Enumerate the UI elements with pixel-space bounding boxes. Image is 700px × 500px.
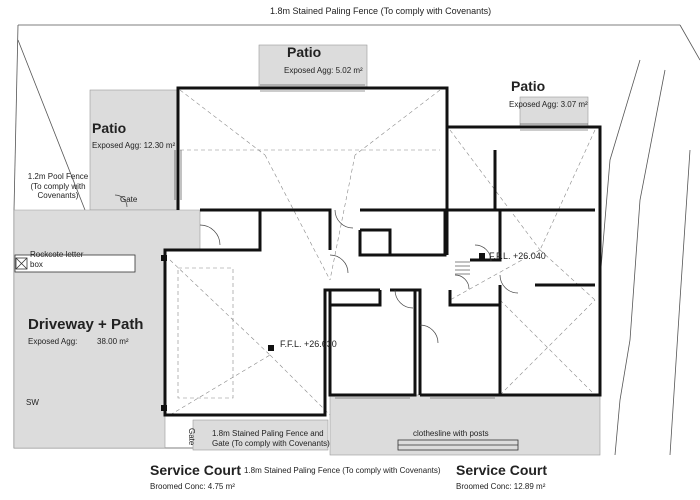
markers xyxy=(161,253,485,411)
patio-left-paving xyxy=(89,89,179,211)
patio-left-agg: Exposed Agg: 12.30 m² xyxy=(92,141,176,150)
walls xyxy=(163,86,602,417)
patio-top-agg: Exposed Agg: 5.02 m² xyxy=(284,66,363,75)
clothesline xyxy=(397,439,519,451)
interior-wall-4 xyxy=(447,208,502,262)
patio-right-title: Patio xyxy=(511,78,546,94)
interior-wall-9 xyxy=(330,290,382,307)
patio-right-paving xyxy=(519,96,589,127)
top-fence-label: 1.8m Stained Paling Fence (To comply wit… xyxy=(270,6,492,16)
interior-wall-12 xyxy=(360,228,392,255)
service-court-right-paving xyxy=(329,394,601,456)
driveway-agg-value: 38.00 m² xyxy=(97,337,129,346)
broomed-left-label: Broomed Conc: 4.75 m² xyxy=(150,482,235,491)
bottom-fence-label: 1.8m Stained Paling Fence (To comply wit… xyxy=(244,466,441,475)
windows xyxy=(174,84,588,399)
stairs xyxy=(455,261,470,275)
interior-wall-7 xyxy=(448,290,500,307)
gate-label: Gate xyxy=(120,195,138,204)
interior-wall-10 xyxy=(390,288,422,395)
driveway-agg-label: Exposed Agg: xyxy=(28,337,78,346)
ffl-right-label: F.F.L. +26.040 xyxy=(489,251,546,261)
patio-right-agg: Exposed Agg: 3.07 m² xyxy=(509,100,588,109)
letter-box-label: Rockcote letter box xyxy=(30,250,84,269)
letter-box xyxy=(14,254,136,273)
service-court-right-title: Service Court xyxy=(456,462,548,478)
broomed-right-label: Broomed Conc: 12.89 m² xyxy=(456,482,546,491)
door-swings xyxy=(114,194,519,344)
exterior-wall-bottom xyxy=(328,290,417,397)
service-court-left-title: Service Court xyxy=(150,462,242,478)
gate-fence-label: 1.8m Stained Paling Fence and Gate (To c… xyxy=(212,429,330,448)
pool-fence-label: 1.2m Pool Fence (To comply with Covenant… xyxy=(27,172,89,201)
interior-wall-1 xyxy=(260,208,332,250)
patio-left-title: Patio xyxy=(92,120,127,136)
driveway-title: Driveway + Path xyxy=(28,316,144,333)
interior-wall-2 xyxy=(358,208,447,257)
gate-vertical-label: Gate xyxy=(187,428,196,446)
patio-top-paving xyxy=(258,44,368,88)
ffl-left-label: F.F.L. +26.630 xyxy=(280,339,337,349)
sw-label: SW xyxy=(26,398,39,407)
clothesline-label: clothesline with posts xyxy=(413,429,489,438)
patio-top-title: Patio xyxy=(287,44,322,60)
roof-lines xyxy=(169,89,596,416)
service-court-left-paving xyxy=(192,419,329,451)
exterior-wall-left xyxy=(163,208,380,417)
